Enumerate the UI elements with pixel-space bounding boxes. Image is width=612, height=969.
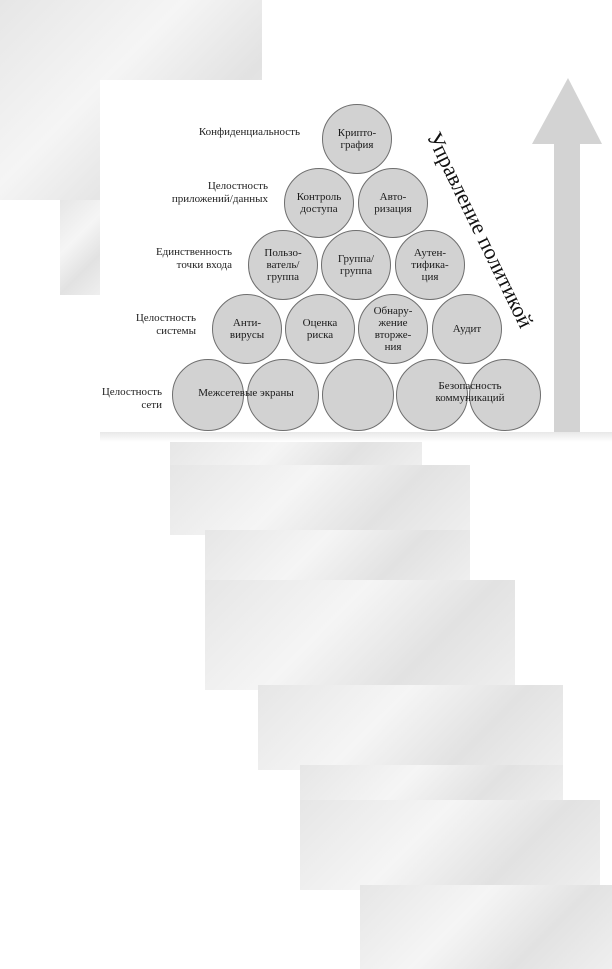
firewalls-label: Межсетевые экраны [198,387,294,399]
background-block [205,580,515,690]
policy-arrow-icon [532,78,602,432]
network-circle [469,359,541,431]
background-block [300,765,563,805]
diagram-shadow [100,432,612,442]
background-block [360,885,612,969]
audit-circle: Аудит [432,294,502,364]
network-circle [247,359,319,431]
background-block [300,800,600,890]
row-label-confidentiality: Конфиденциальность [198,126,300,138]
cryptography-circle: Крипто- графия [322,104,392,174]
background-block [205,530,470,585]
background-block [258,685,563,770]
antivirus-circle: Анти- вирусы [212,294,282,364]
authorization-circle: Авто- ризация [358,168,428,238]
network-circle [396,359,468,431]
row-label-system-integrity: Целостность системы [135,312,196,337]
access-control-circle: Контроль доступа [284,168,354,238]
user-group-circle: Пользо- ватель/ группа [248,230,318,300]
row-label-application-integrity: Целостность приложений/данных [171,180,268,205]
network-circle [172,359,244,431]
background-block [60,200,100,295]
row-label-single-sign-on: Единственность точки входа [155,246,232,271]
authentication-circle: Аутен- тифика- ция [395,230,465,300]
communication-security-label: Безопасность коммуникаций [435,380,505,404]
group-group-circle: Группа/ группа [321,230,391,300]
row-label-network-integrity: Целостность сети [101,386,162,411]
risk-assessment-circle: Оценка риска [285,294,355,364]
background-block [170,465,470,535]
intrusion-detection-circle: Обнару- жение вторже- ния [358,294,428,364]
network-circle [322,359,394,431]
